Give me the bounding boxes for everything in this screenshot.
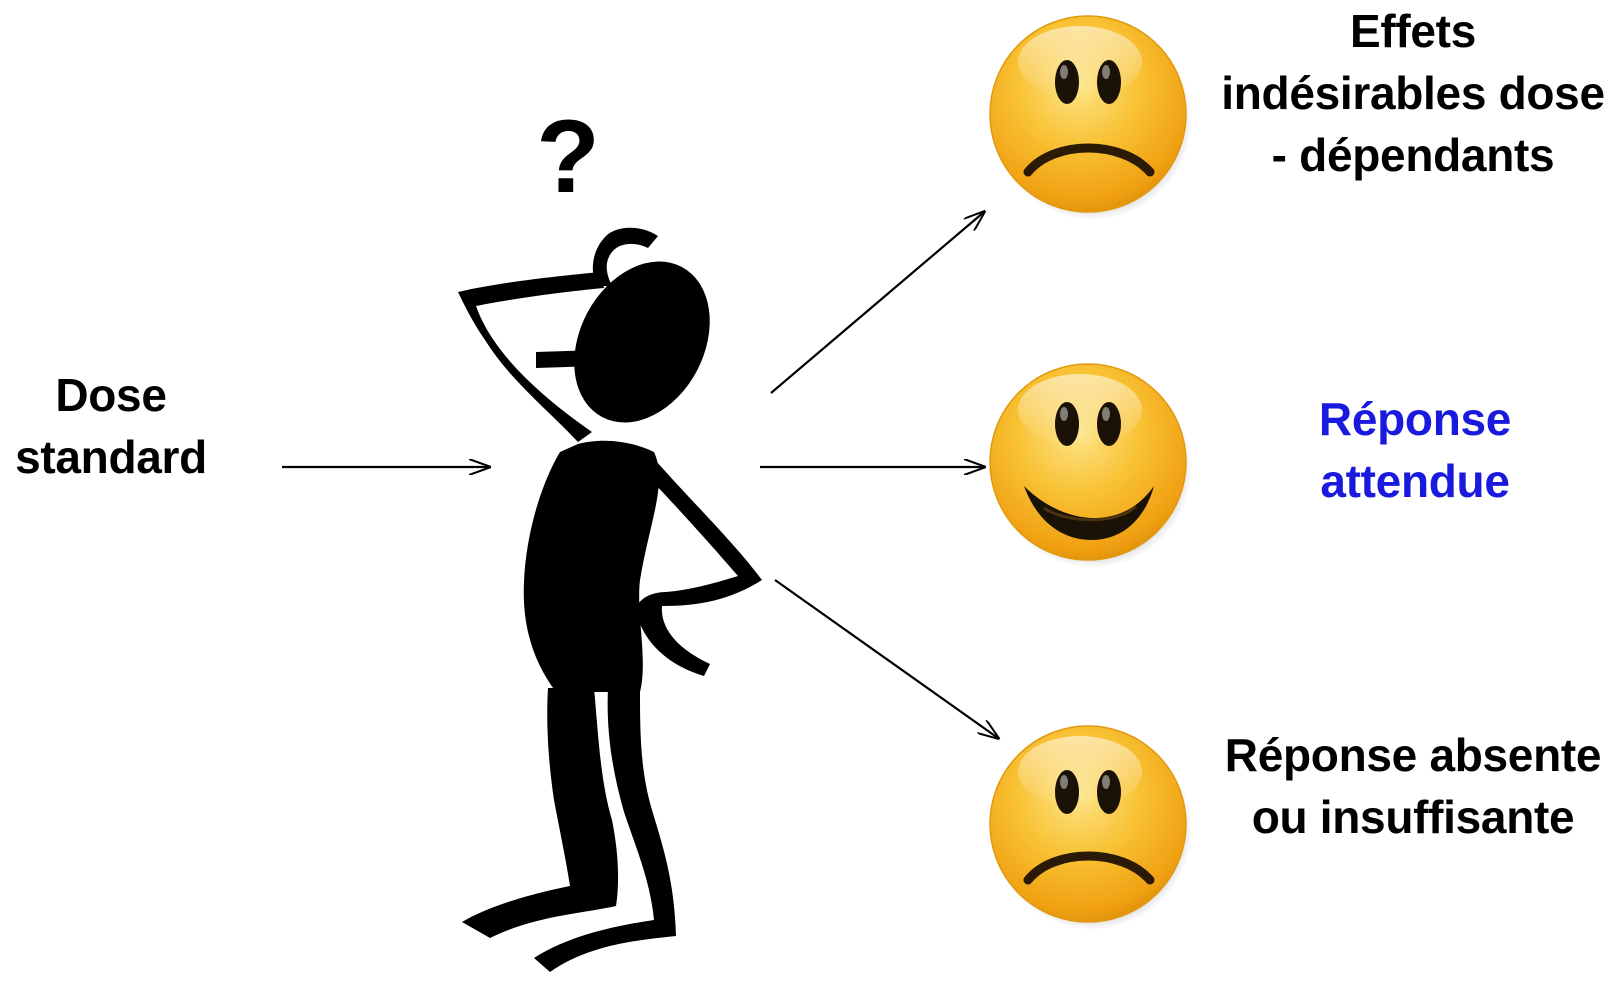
- input-label-line: Dose: [0, 364, 222, 426]
- outcome-label-line: Effets: [1210, 0, 1616, 62]
- input-label: Dose standard: [0, 364, 222, 488]
- outcome-label-expected-response: Réponse attendue: [1260, 388, 1570, 512]
- outcome-label-line: - dépendants: [1210, 124, 1616, 186]
- outcome-label-no-response: Réponse absente ou insuffisante: [1210, 724, 1616, 848]
- question-mark: ?: [536, 99, 600, 215]
- outcome-label-line: attendue: [1260, 450, 1570, 512]
- happy-face-icon: [984, 358, 1194, 568]
- outcome-label-adverse-effects: Effets indésirables dose - dépendants: [1210, 0, 1616, 186]
- figure-head: [547, 238, 736, 446]
- sad-face-icon: [984, 10, 1194, 220]
- input-label-line: standard: [0, 426, 222, 488]
- sad-face-icon: [984, 720, 1194, 930]
- outcome-label-line: Réponse absente: [1210, 724, 1616, 786]
- outcome-label-line: indésirables dose: [1210, 62, 1616, 124]
- outcome-label-line: ou insuffisante: [1210, 786, 1616, 848]
- stick-figure-body: [458, 228, 762, 972]
- outcome-label-line: Réponse: [1260, 388, 1570, 450]
